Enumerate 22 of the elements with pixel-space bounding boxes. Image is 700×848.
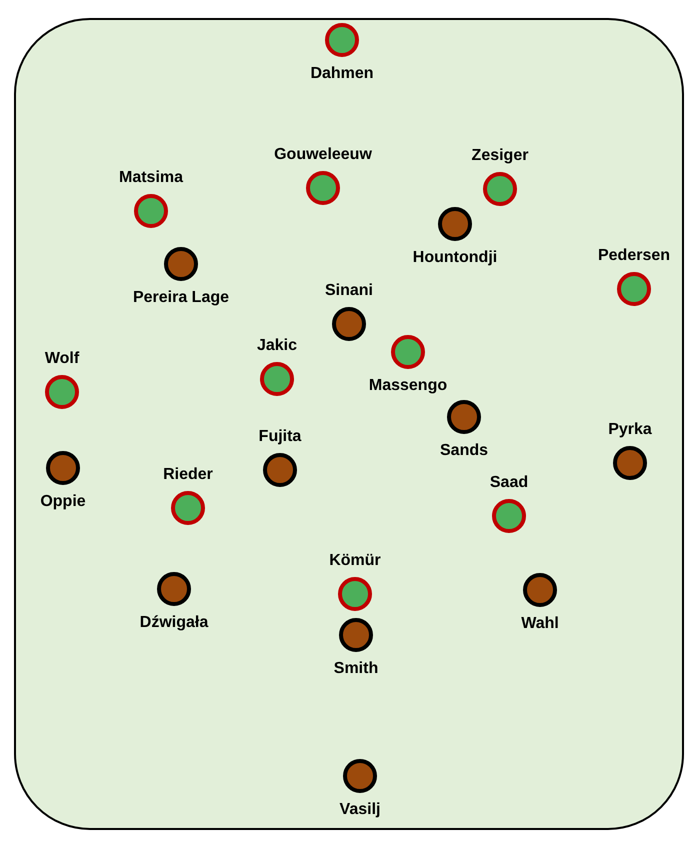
player-name: Wahl <box>521 614 559 634</box>
player-name: Sands <box>440 441 488 461</box>
player-name: Dźwigała <box>140 613 208 633</box>
player-name: Jakic <box>256 336 298 356</box>
player-name: Matsima <box>118 168 184 188</box>
player-name: Oppie <box>40 492 86 512</box>
player-name: Dahmen <box>310 64 374 84</box>
player-name: Kömür <box>329 551 381 571</box>
player-name: Saad <box>490 473 528 493</box>
player-name: Pereira Lage <box>132 288 230 308</box>
player-name: Smith <box>334 659 378 679</box>
player-name: Hountondji <box>412 248 498 268</box>
player-name: Sinani <box>325 281 373 301</box>
player-name: Zesiger <box>472 146 528 166</box>
player-name: Fujita <box>258 427 302 447</box>
player-name: Vasilj <box>340 800 380 820</box>
player-name: Massengo <box>368 376 448 396</box>
player-name: Gouweleeuw <box>274 145 372 165</box>
player-name: Wolf <box>44 349 80 369</box>
player-name: Pyrka <box>608 420 652 440</box>
player-name: Pedersen <box>598 246 670 266</box>
player-name: Rieder <box>163 465 213 485</box>
